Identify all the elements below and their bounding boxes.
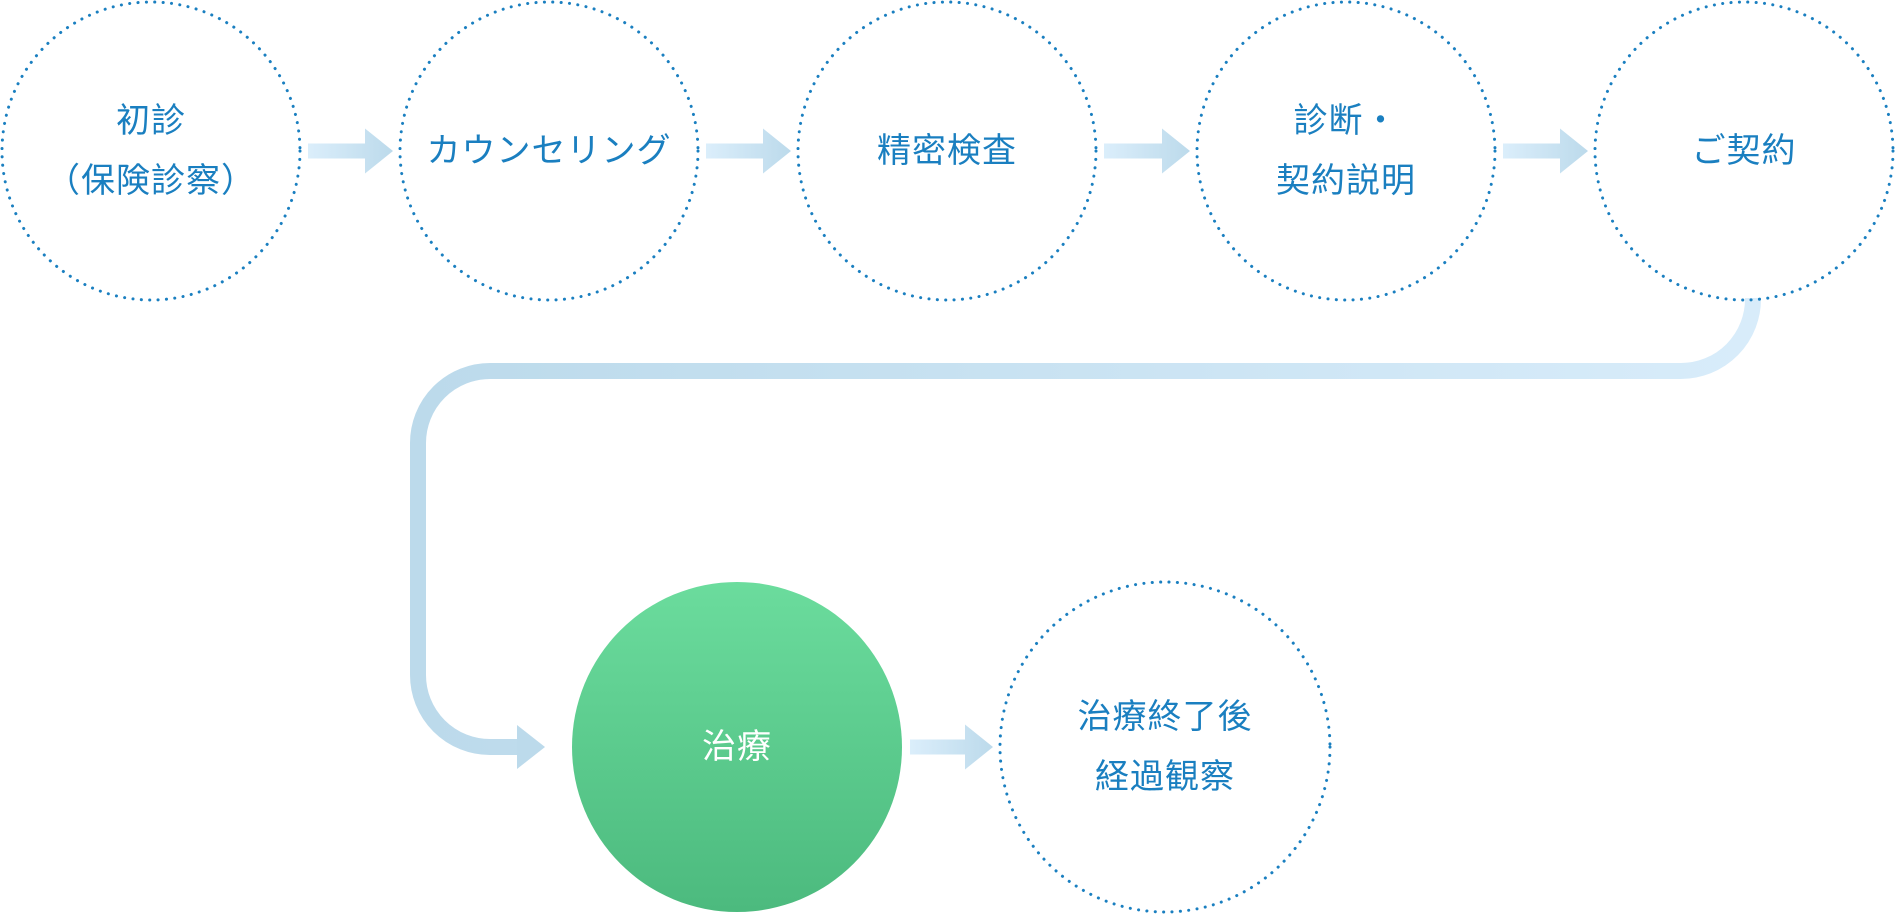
connector-line-contract-to-treatment: [410, 297, 1762, 755]
step-circle-detailed-exam: [796, 0, 1098, 302]
arrow-icon-initial-exam-to-counseling: [308, 128, 393, 174]
arrow-icon-counseling-to-detailed-exam: [706, 128, 791, 174]
arrow-icon-diagnosis-to-contract: [1503, 128, 1588, 174]
step-circle-contract: [1593, 0, 1895, 302]
arrow-icon-treatment-to-follow-up: [910, 724, 993, 770]
arrow-icon-detailed-exam-to-diagnosis: [1104, 128, 1190, 174]
step-circle-treatment: [572, 582, 902, 912]
arrow-head-icon-treatment: [517, 725, 545, 769]
step-circle-counseling: [398, 0, 700, 302]
step-circle-diagnosis: [1195, 0, 1497, 302]
step-circle-follow-up: [998, 580, 1332, 914]
step-circle-initial-exam: [0, 0, 302, 302]
